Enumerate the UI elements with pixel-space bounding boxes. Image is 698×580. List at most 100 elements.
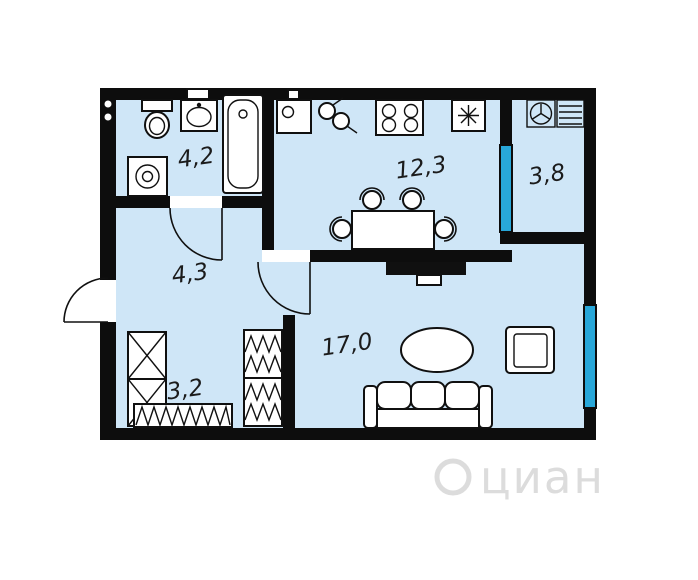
sofa-armrest — [478, 385, 493, 429]
tv-stand — [386, 262, 466, 275]
sofa-cushion — [444, 381, 480, 410]
dining-table — [351, 210, 435, 250]
sink-faucet — [196, 102, 202, 108]
burner — [403, 103, 419, 119]
fan-blade — [532, 112, 542, 120]
sofa-cushion — [376, 381, 412, 410]
stove-icon — [375, 99, 424, 136]
kitchen-fixtures — [276, 89, 486, 250]
hanger-zigzag — [244, 382, 282, 402]
burner — [381, 103, 397, 119]
chair-icon — [434, 216, 457, 242]
cookware-icon — [318, 97, 358, 134]
kitchen-living-wall — [310, 250, 512, 262]
chair-back — [443, 216, 457, 242]
balcony-window — [499, 144, 513, 233]
fan-box — [526, 99, 556, 128]
chair-back — [399, 187, 425, 201]
living-room-window — [583, 304, 597, 409]
room-labels: 4,2 12,3 3,8 4,3 3,2 17,0 — [165, 143, 567, 406]
wall-bottom — [100, 428, 596, 440]
balcony-partition-stub — [500, 88, 512, 145]
sofa-cushion — [410, 381, 446, 410]
hanger-zigzag — [244, 334, 282, 354]
sofa-armrest — [363, 385, 378, 429]
chair-back — [329, 216, 343, 242]
chair-back — [359, 187, 385, 201]
wardrobe-unit-icon — [243, 329, 283, 379]
hanger-rail-icon — [133, 403, 233, 428]
vent-shaft-icon — [104, 100, 112, 121]
burner — [381, 117, 397, 133]
fan-icon — [526, 99, 556, 128]
wall-left-upper — [100, 88, 116, 280]
walls — [100, 88, 596, 440]
wardrobe-cross — [127, 331, 167, 380]
tv-unit-icon — [386, 262, 466, 286]
pot-handle — [332, 97, 344, 106]
bathtub-icon — [222, 94, 264, 194]
room-label-balcony: 3,8 — [527, 160, 567, 191]
door-swings — [63, 207, 311, 323]
chair-seat — [362, 190, 382, 210]
burner — [403, 117, 419, 133]
wardrobe-fixtures — [127, 329, 283, 428]
vent-dot — [104, 113, 112, 121]
watermark-logo-icon — [434, 458, 472, 496]
fan-ring — [529, 102, 553, 125]
washer-body — [127, 156, 168, 197]
wall-top — [100, 88, 596, 100]
coffee-table-icon — [400, 327, 474, 373]
sofa-icon — [363, 381, 493, 429]
chair-seat — [402, 190, 422, 210]
fridge-icon — [451, 99, 486, 132]
wardrobe-living-wall — [283, 315, 295, 428]
kitchen-faucet — [287, 89, 300, 100]
armchair-cushion — [513, 333, 548, 368]
chair-icon — [329, 216, 352, 242]
armchair-icon — [505, 326, 555, 374]
watermark: циан — [434, 451, 605, 504]
chair-icon — [399, 187, 425, 210]
entry-door-opening — [100, 280, 116, 322]
sink-icon — [180, 99, 218, 132]
armchair-outer — [505, 326, 555, 374]
sink-basin — [186, 106, 212, 128]
balcony-fixtures — [526, 99, 585, 128]
watermark-text: циан — [480, 451, 605, 504]
kitchen-door-opening — [262, 250, 310, 262]
kitchen-sink-basin — [281, 105, 295, 119]
bathroom-bottom-wall-left — [116, 196, 170, 208]
wardrobe-unit-icon — [243, 377, 283, 427]
bathtub-inner — [227, 99, 259, 189]
wall-right-upper — [584, 88, 596, 305]
washer-door — [135, 164, 160, 189]
bathroom-fixtures — [104, 88, 264, 197]
toilet-bowl-inner — [148, 116, 166, 136]
bathtub-drain — [238, 109, 248, 119]
fridge-star-line — [460, 107, 477, 124]
entry-door-arc — [63, 277, 109, 323]
bathroom-door-opening — [170, 196, 222, 208]
balcony-bottom-wall — [500, 232, 596, 244]
bathroom-kitchen-wall — [262, 88, 274, 250]
wardrobe-unit-icon — [127, 331, 167, 380]
hanger-zigzag — [244, 354, 282, 374]
hanger-zigzag — [135, 404, 231, 428]
room-label-wardrobe: 3,2 — [165, 375, 205, 406]
room-label-hallway: 4,3 — [170, 259, 210, 290]
sofa-seat — [376, 408, 480, 429]
toilet-icon — [141, 99, 173, 139]
washer-drum — [141, 170, 154, 183]
hanger-zigzag — [244, 402, 282, 422]
dining-set — [329, 187, 457, 250]
toilet-tank — [141, 99, 173, 112]
pan-handle — [346, 125, 358, 134]
chair-icon — [359, 187, 385, 210]
tv-screen — [416, 274, 442, 286]
chair-seat — [332, 219, 352, 239]
kitchen-sink-icon — [276, 89, 312, 134]
washing-machine-icon — [127, 156, 168, 197]
